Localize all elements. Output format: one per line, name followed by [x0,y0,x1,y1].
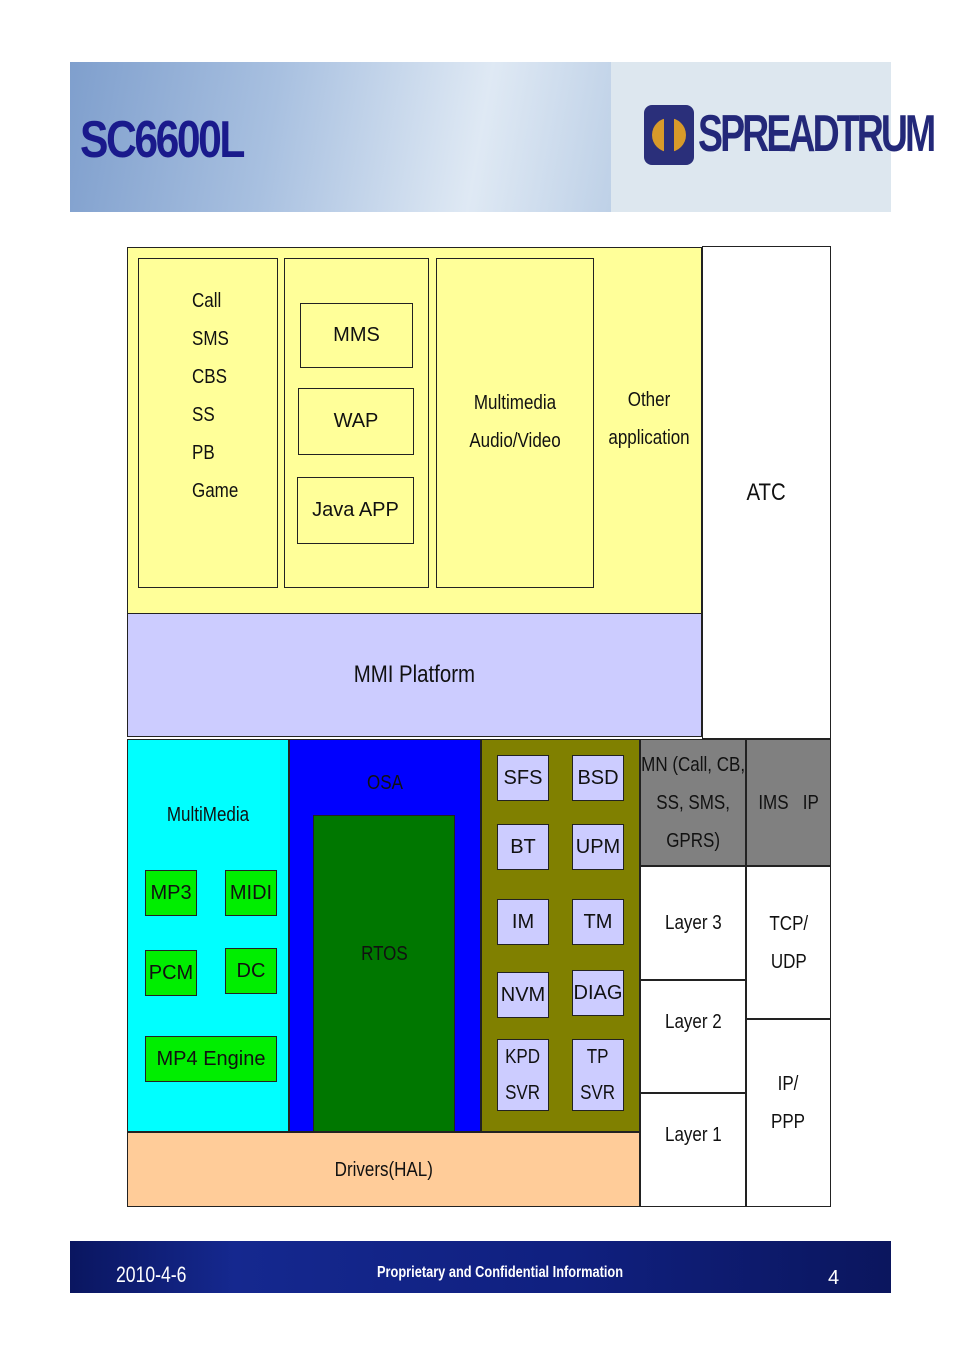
app-game: Game [192,480,239,502]
footer-bar [70,1241,891,1293]
layer3-box: Layer 3 [640,866,746,980]
multimedia-app-label: Multimedia Audio/Video [469,392,561,452]
mp4-engine-box: MP4 Engine [145,1036,277,1082]
tp-svr-box: TP SVR [572,1039,624,1111]
mp3-box: MP3 [145,870,197,916]
footer-notice: Proprietary and Confidential Information [377,1264,624,1281]
kpd-svr-box: KPD SVR [497,1039,549,1111]
midi-box: MIDI [225,870,277,916]
multimedia-app-box [436,258,594,588]
rtos-label: RTOS [360,942,408,965]
im-box: IM [497,899,549,945]
layer1-box: Layer 1 [640,1093,746,1207]
app-cbs: CBS [192,366,227,388]
applications-area [127,247,702,614]
multimedia-label: MultiMedia [166,804,250,826]
layer2-box: Layer 2 [640,980,746,1093]
ip-ppp-box: IP/ PPP [746,1019,831,1207]
spreadtrum-logo-icon [644,105,694,165]
mn-box: MN (Call, CB, SS, SMS, GPRS) [640,739,746,866]
osa-label: OSA [367,772,403,794]
drivers-hal-label: Drivers(HAL) [334,1158,433,1181]
mms-box: MMS [300,303,413,368]
app-call: Call [192,290,222,312]
footer-date: 2010-4-6 [116,1262,187,1287]
ims-ip-box: IMS IP [746,739,831,866]
brand-logo-text: SPREADTRUM [698,105,936,163]
basic-apps-box [138,258,278,588]
rtos-box: RTOS [313,815,455,1132]
tcp-udp-box: TCP/ UDP [746,866,831,1019]
sfs-box: SFS [497,755,549,801]
tm-box: TM [572,899,624,945]
pcm-box: PCM [145,950,197,996]
app-pb: PB [192,442,215,464]
bsd-box: BSD [572,755,624,801]
wap-box: WAP [298,388,414,455]
mmi-platform-box: MMI Platform [127,613,702,737]
bt-box: BT [497,824,549,870]
java-app-box: Java APP [297,477,414,544]
basic-apps-list: Call SMS CBS SS PB Game [192,282,238,510]
atc-label: ATC [746,478,787,506]
diag-box: DIAG [572,970,624,1016]
mmi-platform-label: MMI Platform [353,661,476,688]
other-application-label: Other application [608,389,690,449]
app-sms: SMS [192,328,229,350]
page-title: SC6600L [80,111,245,169]
nvm-box: NVM [497,972,549,1018]
drivers-hal-box: Drivers(HAL) [127,1132,640,1207]
upm-box: UPM [572,824,624,870]
app-ss: SS [192,404,215,426]
browser-apps-box [284,258,429,588]
atc-box: ATC [702,246,831,739]
page-number: 4 [828,1267,840,1289]
dc-box: DC [225,948,277,994]
